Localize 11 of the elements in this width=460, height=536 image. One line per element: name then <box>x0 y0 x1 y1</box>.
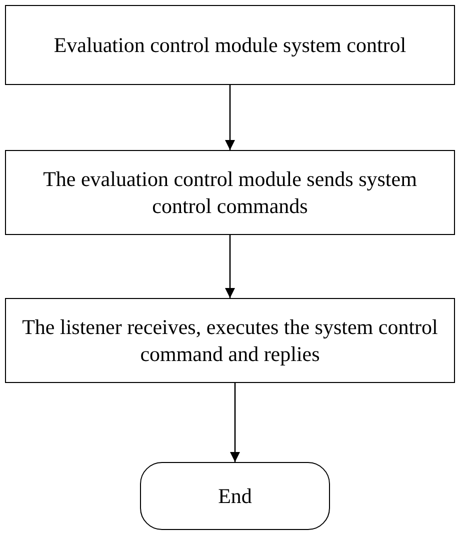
node-label: The evaluation control module sends system control commands <box>42 166 418 220</box>
arrow <box>225 85 235 150</box>
arrow <box>225 235 235 298</box>
process-box <box>5 5 455 85</box>
node-label: End <box>217 482 253 510</box>
node-label: Evaluation control module system control <box>52 32 408 58</box>
terminal-box <box>140 462 330 530</box>
process-box <box>5 150 455 235</box>
arrow <box>230 383 240 462</box>
process-box <box>5 298 455 383</box>
node-label: The listener receives, executes the system control command and replies <box>21 314 439 368</box>
